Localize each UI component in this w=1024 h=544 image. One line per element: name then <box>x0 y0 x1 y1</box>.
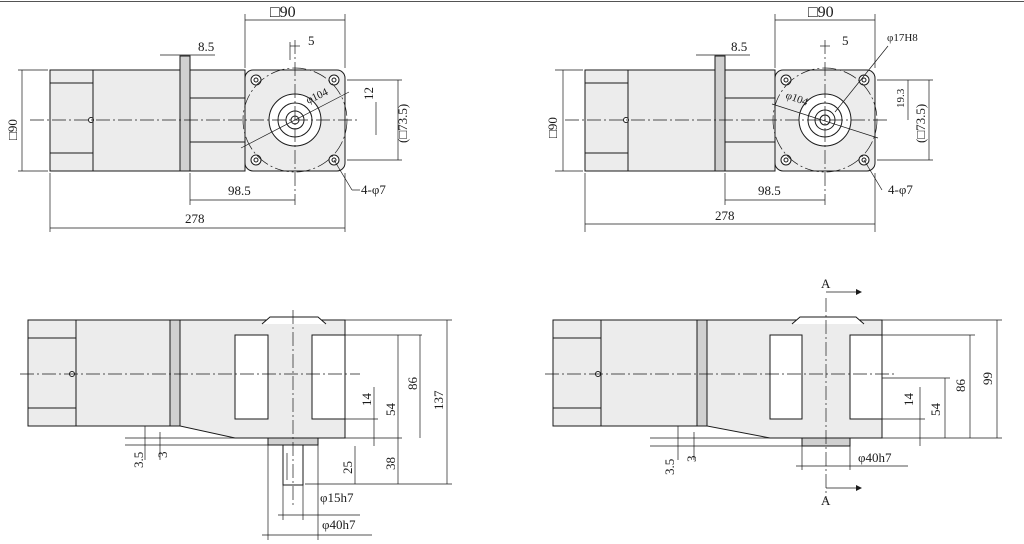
dim-25-label: 25 <box>340 461 355 474</box>
dim-54-label: 54 <box>383 403 398 417</box>
dim-14-label: 14 <box>901 393 916 407</box>
dim-3-label: 3 <box>684 456 699 463</box>
pilot-diameter-label: φ40h7 <box>858 450 892 465</box>
holes-label: 4-φ7 <box>888 182 913 197</box>
gearhead-housing <box>189 69 246 172</box>
section-marker-bottom: A <box>821 493 831 508</box>
pilot-diameter-label: φ40h7 <box>322 517 356 532</box>
shaft-distance-label: 98.5 <box>228 183 251 198</box>
gearhead-housing <box>724 69 776 172</box>
housing-window <box>849 334 883 420</box>
adapter-width-label: 8.5 <box>731 39 747 54</box>
total-length-label: 278 <box>715 208 735 223</box>
shaft-distance-label: 98.5 <box>758 183 781 198</box>
adapter-width-label: 8.5 <box>198 39 214 54</box>
dim-38-label: 38 <box>383 457 398 470</box>
dim-3-5-label: 3.5 <box>662 459 677 475</box>
top-right-view: □90 5 φ17H8 8.5 □90 φ104 (□73.5) 19.3 4-… <box>545 4 933 232</box>
housing-window <box>234 334 269 420</box>
dim-54-label: 54 <box>928 403 943 417</box>
dim-99-label: 99 <box>980 372 995 385</box>
dim-3-label: 3 <box>155 452 170 459</box>
adapter-plate <box>714 55 726 172</box>
offset-19-label: 19.3 <box>895 88 907 108</box>
dim-86-label: 86 <box>405 377 420 391</box>
adapter-plate <box>179 55 191 172</box>
height-label: □90 <box>545 117 560 138</box>
adapter-plate <box>696 319 708 427</box>
offset-12-label: 12 <box>361 87 376 100</box>
dim-86-label: 86 <box>953 379 968 393</box>
motor-end-cap <box>49 69 94 172</box>
total-length-label: 278 <box>185 211 205 226</box>
motor-end-cap <box>27 319 77 427</box>
section-marker-top: A <box>821 276 831 291</box>
bore-label: φ17H8 <box>887 32 918 44</box>
adapter-plate <box>169 319 181 427</box>
shaft-diameter-label: φ15h7 <box>320 490 354 505</box>
height-label: □90 <box>5 119 20 140</box>
dim-137-label: 137 <box>431 390 446 410</box>
bottom-right-view: A A 14 54 86 99 3.5 3 φ40h7 <box>545 276 1002 508</box>
flange-size-label: □90 <box>808 4 834 21</box>
inner-square-label: (□73.5) <box>913 104 928 143</box>
mounting-holes <box>780 74 870 166</box>
dim-3-5-label: 3.5 <box>131 452 146 468</box>
dim-14-label: 14 <box>359 393 374 407</box>
top-left-view: □90 5 8.5 □90 φ104 (□73.5) 12 4-φ7 98.5 <box>5 4 410 232</box>
motor-end-cap <box>552 319 602 427</box>
bottom-left-view: 14 54 86 137 25 38 3.5 3 φ15h7 φ40h7 <box>20 310 452 540</box>
motor-body <box>600 319 698 427</box>
holes-label: 4-φ7 <box>361 182 386 197</box>
inner-square-label: (□73.5) <box>395 104 410 143</box>
top-boss <box>791 316 865 325</box>
offset-label: 5 <box>842 33 849 48</box>
motor-end-cap <box>584 69 629 172</box>
housing-window <box>769 334 803 420</box>
offset-label: 5 <box>308 33 315 48</box>
top-boss <box>261 316 327 325</box>
flange-size-label: □90 <box>270 4 296 21</box>
housing-window <box>311 334 346 420</box>
motor-body <box>75 319 171 427</box>
